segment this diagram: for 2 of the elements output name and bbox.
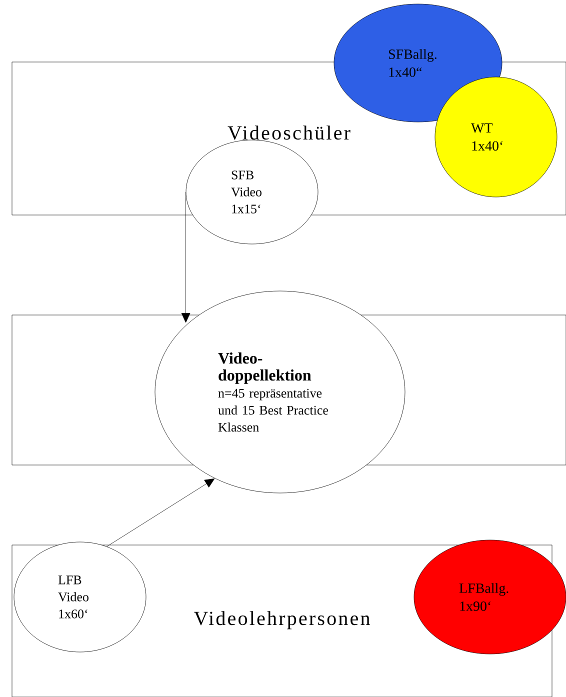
arrow [106,478,215,547]
arrow [181,192,190,323]
